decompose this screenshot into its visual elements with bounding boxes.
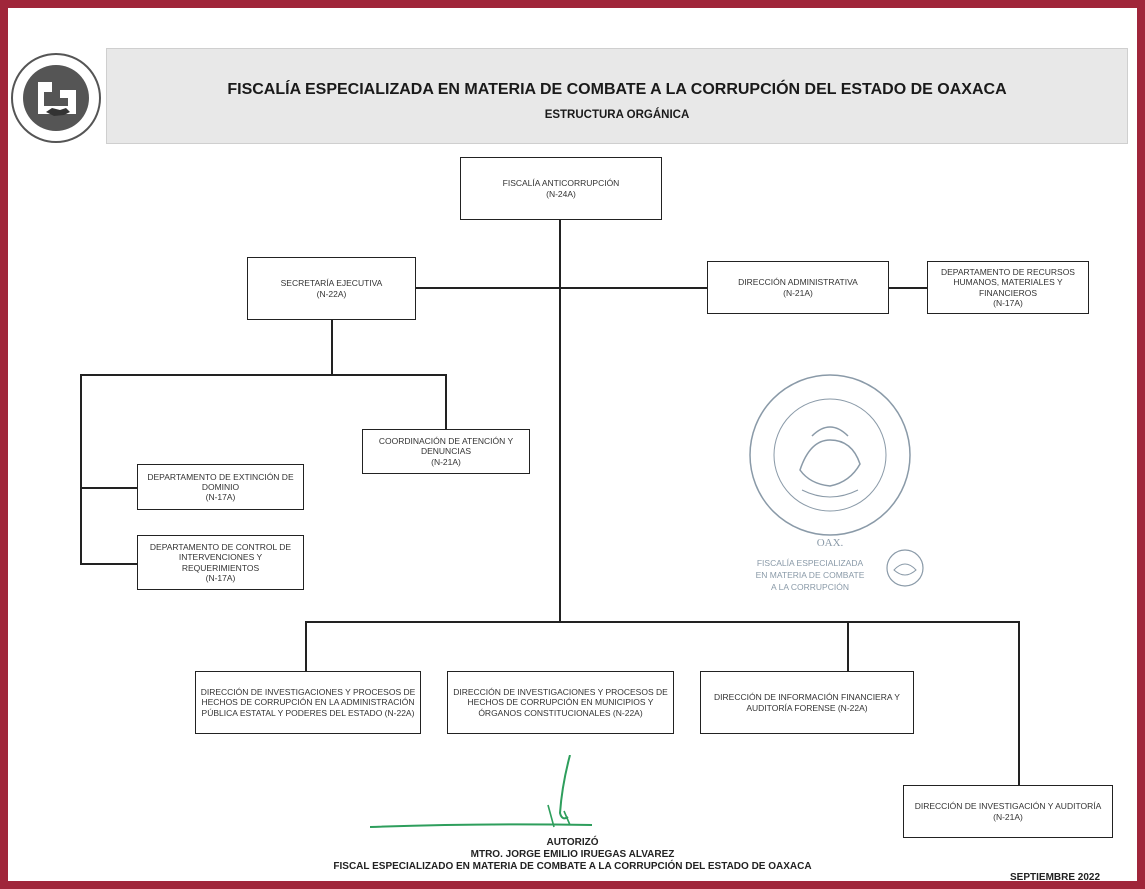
connector-dir-estatal: [305, 621, 307, 672]
connector-coordinacion: [445, 374, 447, 430]
stamp-line-2: EN MATERIA DE COMBATE: [756, 570, 865, 580]
connector-dir-info-fin: [847, 621, 849, 672]
node-code: (N-22A): [316, 288, 347, 299]
node-name: DEPARTAMENTO DE CONTROL DE INTERVENCIONE…: [149, 542, 292, 573]
connector-left-vertical: [80, 374, 82, 564]
node-code: (N-17A): [205, 492, 236, 503]
footer-date: SEPTIEMBRE 2022: [1010, 872, 1101, 883]
node-code: (N-21A): [783, 287, 813, 298]
node-name: COORDINACIÓN DE ATENCIÓN Y DENUNCIAS: [378, 436, 514, 457]
node-name: DIRECCIÓN DE INVESTIGACIÓN Y AUDITORÍA: [914, 801, 1102, 812]
org-node-depto-extincion: DEPARTAMENTO DE EXTINCIÓN DE DOMINIO(N-1…: [137, 464, 304, 510]
connector-control: [80, 563, 138, 565]
connector-secretaria-branch: [80, 374, 446, 376]
node-name: DIRECCIÓN DE INFORMACIÓN FINANCIERA Y AU…: [714, 692, 900, 713]
node-name: DIRECCIÓN ADMINISTRATIVA: [738, 277, 858, 288]
connector-secretaria-admin: [415, 287, 708, 289]
org-node-dir-investigacion-auditoria: DIRECCIÓN DE INVESTIGACIÓN Y AUDITORÍA(N…: [903, 785, 1113, 838]
org-node-dir-investigaciones-municipios: DIRECCIÓN DE INVESTIGACIONES Y PROCESOS …: [447, 671, 674, 734]
signature-graphic: [370, 755, 593, 828]
node-name: DEPARTAMENTO DE RECURSOS HUMANOS, MATERI…: [941, 267, 1075, 298]
org-node-depto-recursos: DEPARTAMENTO DE RECURSOS HUMANOS, MATERI…: [927, 261, 1089, 314]
seal-bottom-text: OAX.: [817, 537, 844, 549]
connector-secretaria-down: [331, 319, 333, 375]
node-code: (N-24A): [546, 188, 576, 199]
node-code: (N-17A): [205, 572, 236, 583]
stamp-line-1: FISCALÍA ESPECIALIZADA: [757, 558, 864, 568]
org-node-dir-informacion-financiera: DIRECCIÓN DE INFORMACIÓN FINANCIERA Y AU…: [700, 671, 914, 734]
connector-admin-rh: [888, 287, 928, 289]
node-code: (N-21A): [993, 811, 1023, 822]
node-code: (N-17A): [993, 297, 1023, 308]
node-name: DEPARTAMENTO DE EXTINCIÓN DE DOMINIO: [147, 471, 294, 492]
connector-bottom-branch: [305, 621, 1019, 623]
connector-main-trunk: [559, 219, 561, 621]
org-node-depto-control: DEPARTAMENTO DE CONTROL DE INTERVENCIONE…: [137, 535, 304, 590]
fiscalia-logo-icon: [11, 53, 101, 143]
connector-dir-auditoria: [1018, 621, 1020, 786]
footer-position: FISCAL ESPECIALIZADO EN MATERIA DE COMBA…: [333, 861, 812, 872]
node-name: DIRECCIÓN DE INVESTIGACIONES Y PROCESOS …: [453, 687, 668, 718]
page-subtitle: ESTRUCTURA ORGÁNICA: [544, 109, 690, 121]
node-code: (N-21A): [431, 456, 461, 467]
stamp-line-3: A LA CORRUPCIÓN: [771, 582, 849, 592]
org-node-fiscalia: FISCALÍA ANTICORRUPCIÓN(N-24A): [460, 157, 662, 220]
org-node-direccion-administrativa: DIRECCIÓN ADMINISTRATIVA(N-21A): [707, 261, 889, 314]
page-title: FISCALÍA ESPECIALIZADA EN MATERIA DE COM…: [227, 81, 1007, 98]
header-banner: FISCALÍA ESPECIALIZADA EN MATERIA DE COM…: [106, 48, 1128, 144]
node-name: SECRETARÍA EJECUTIVA: [280, 278, 383, 289]
footer-authorized: AUTORIZÓ: [546, 837, 599, 848]
node-name: FISCALÍA ANTICORRUPCIÓN: [502, 178, 620, 189]
official-seal-icon: OAX. FISCALÍA ESPECIALIZADA EN MATERIA D…: [749, 374, 924, 592]
node-name: DIRECCIÓN DE INVESTIGACIONES Y PROCESOS …: [200, 687, 416, 718]
org-node-secretaria-ejecutiva: SECRETARÍA EJECUTIVA(N-22A): [247, 257, 416, 320]
org-node-coordinacion: COORDINACIÓN DE ATENCIÓN Y DENUNCIAS(N-2…: [362, 429, 530, 474]
connector-extincion: [80, 487, 138, 489]
org-node-dir-investigaciones-estatal: DIRECCIÓN DE INVESTIGACIONES Y PROCESOS …: [195, 671, 421, 734]
footer-person: MTRO. JORGE EMILIO IRUEGAS ALVAREZ: [470, 849, 675, 860]
